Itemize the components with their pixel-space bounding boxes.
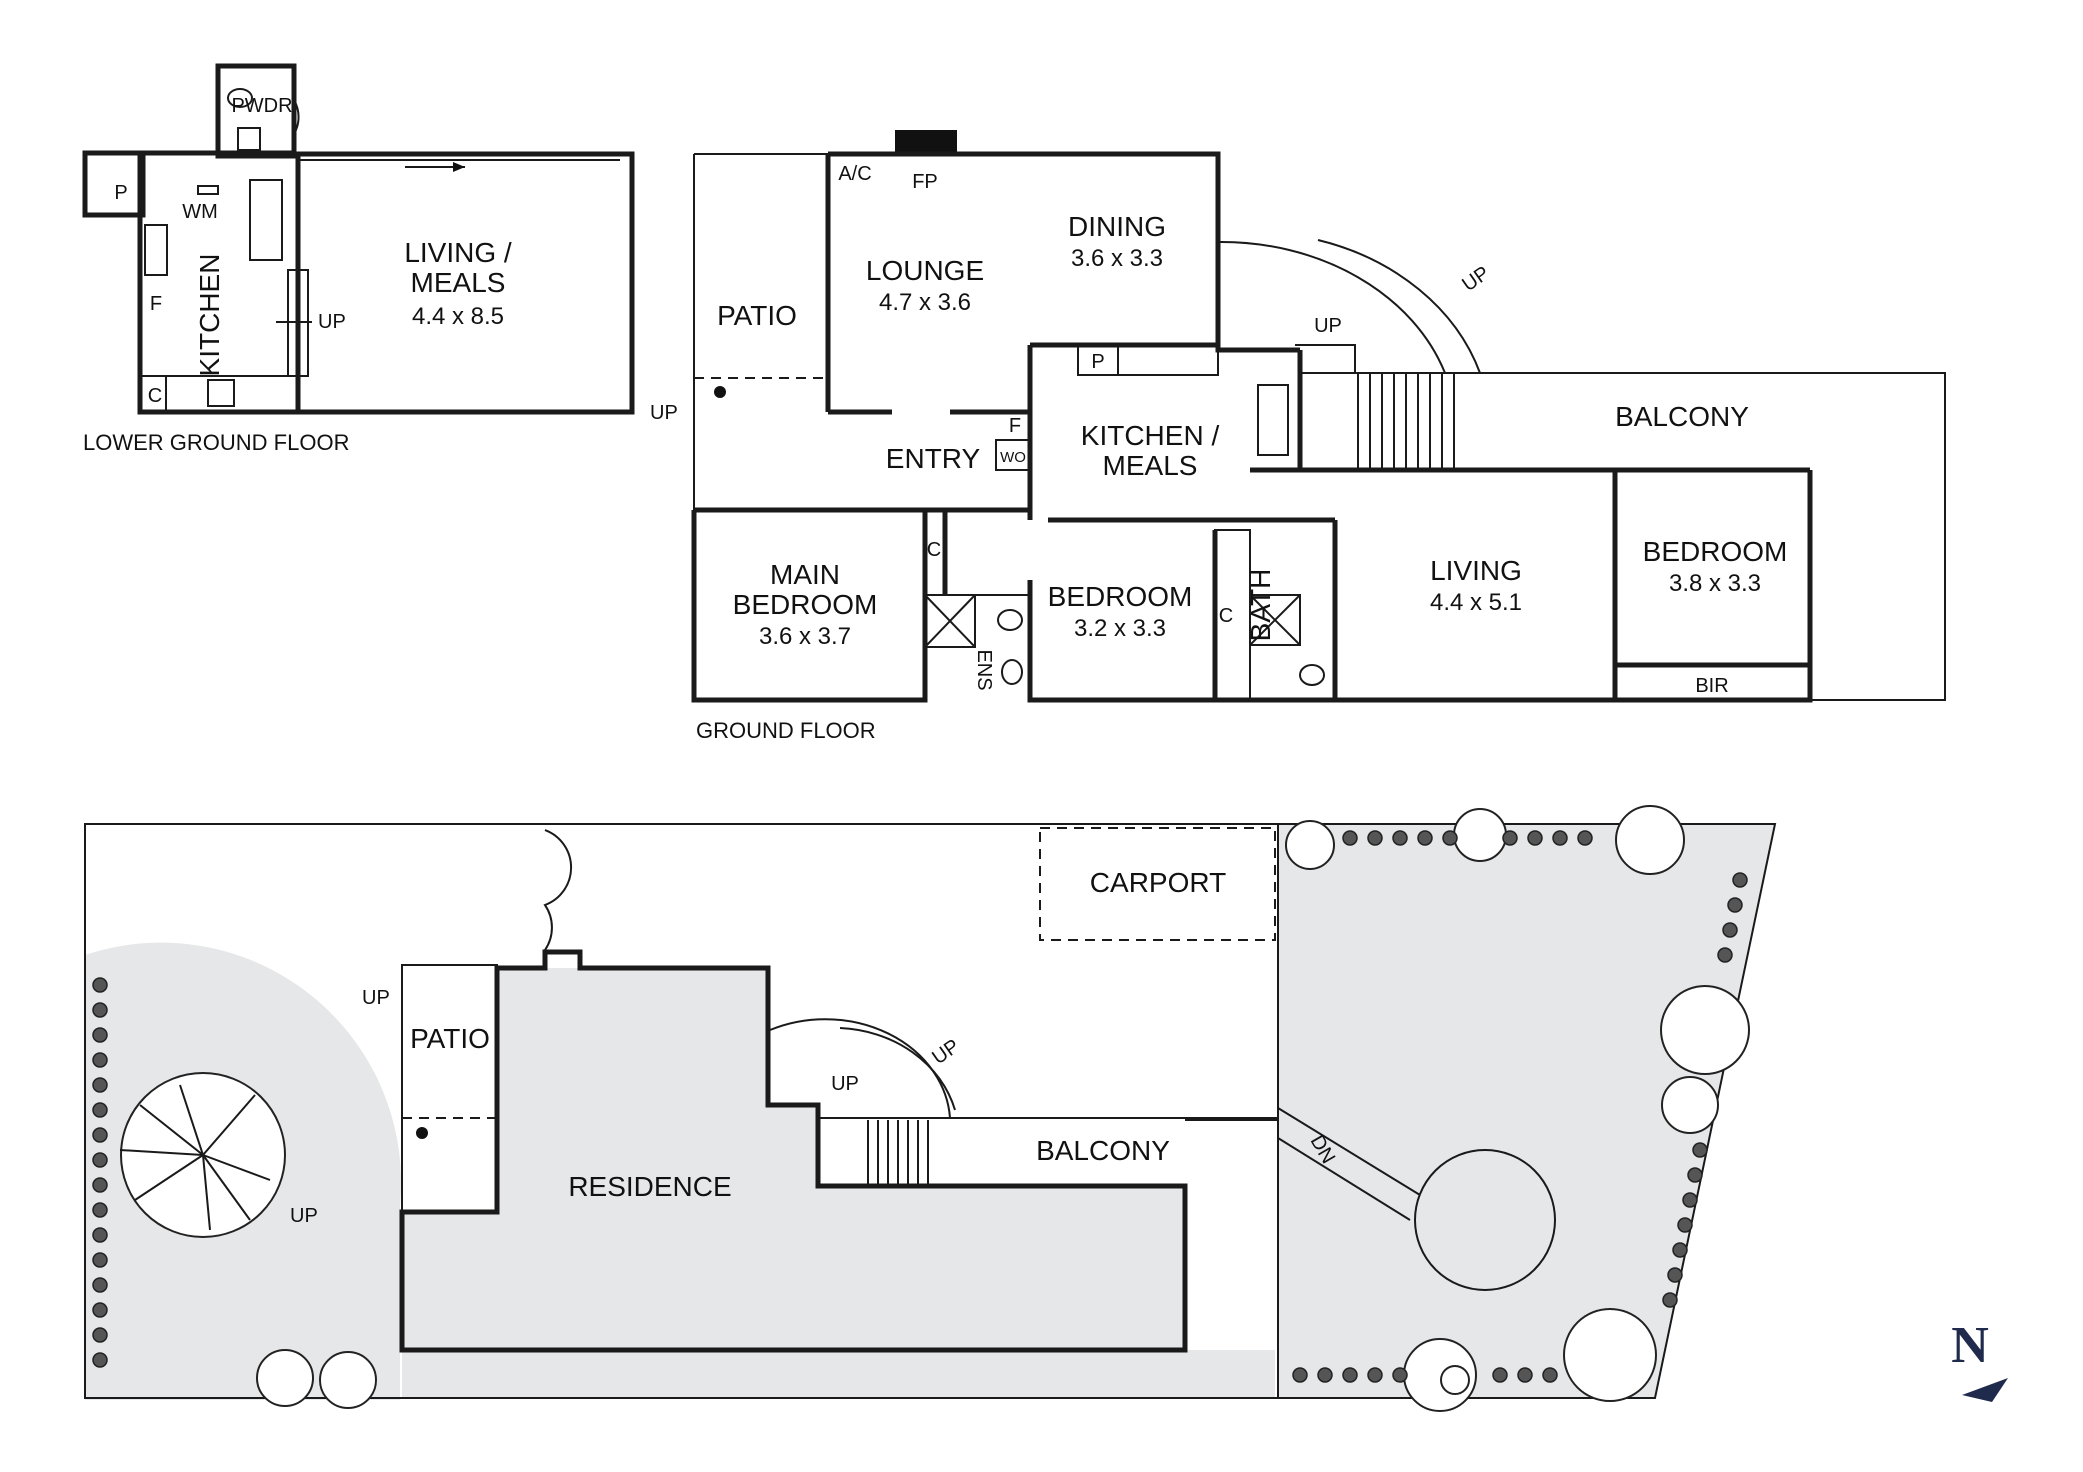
site-stairs <box>867 1120 929 1186</box>
cupboard-label: C <box>148 385 162 407</box>
bedroom-b-dimensions: 3.8 x 3.3 <box>1669 570 1761 597</box>
bedroom-b-label: BEDROOM <box>1643 536 1788 567</box>
lower-up-label: UP <box>318 311 346 333</box>
residence-label: RESIDENCE <box>568 1171 731 1202</box>
entry-label: ENTRY <box>886 443 981 474</box>
hedge-shrubs <box>92 830 1748 1383</box>
main-bedroom-label-2: BEDROOM <box>733 589 878 620</box>
tree-icon <box>1453 808 1507 862</box>
north-letter: N <box>1951 1317 1989 1374</box>
wo-label: WO <box>1000 449 1026 466</box>
lower-ground-floor-caption: LOWER GROUND FLOOR <box>83 430 349 455</box>
bath-label: BATH <box>1245 569 1276 642</box>
bedroom-a-dimensions: 3.2 x 3.3 <box>1074 615 1166 642</box>
tree-icon <box>319 1351 377 1409</box>
ac-label: A/C <box>838 163 871 185</box>
cupboard-label-gf-2: C <box>1219 605 1233 627</box>
kitchen-meals-label-2: MEALS <box>1103 450 1198 481</box>
lounge-label: LOUNGE <box>866 255 984 286</box>
lower-kitchen-label: KITCHEN <box>194 254 225 377</box>
balcony-label-gf: BALCONY <box>1615 401 1749 432</box>
main-bedroom-label-1: MAIN <box>770 559 840 590</box>
living-label-gf: LIVING <box>1430 555 1522 586</box>
kitchen-meals-label-1: KITCHEN / <box>1081 420 1220 451</box>
dining-dimensions: 3.6 x 3.3 <box>1071 245 1163 272</box>
fridge-label: F <box>150 293 162 315</box>
bedroom-a-label: BEDROOM <box>1048 581 1193 612</box>
lower-ground-floor-plan <box>82 63 635 415</box>
living-meals-dimensions: 4.4 x 8.5 <box>412 303 504 330</box>
deck-up-label: UP <box>1458 262 1493 296</box>
tree-icon <box>1660 985 1750 1075</box>
site-patio-label: PATIO <box>410 1023 490 1054</box>
site-plan <box>84 805 1777 1412</box>
site-balcony-label: BALCONY <box>1036 1135 1170 1166</box>
tree-icon <box>1661 1076 1719 1134</box>
main-bedroom-dimensions: 3.6 x 3.7 <box>759 623 851 650</box>
ground-floor-plan <box>691 130 1946 703</box>
site-deck-up-label: UP <box>928 1035 963 1069</box>
wm-label: WM <box>182 201 218 223</box>
site-patio-up-label: UP <box>362 987 390 1009</box>
pantry-label: P <box>114 182 127 204</box>
tree-icon <box>1440 1365 1470 1395</box>
tree-icon <box>1563 1308 1657 1402</box>
pwdr-label: PWDR <box>231 95 292 117</box>
tree-icon <box>1285 820 1335 870</box>
north-compass-icon: N <box>1951 1317 2008 1402</box>
carport-label: CARPORT <box>1090 867 1226 898</box>
ens-label: ENS <box>973 649 995 690</box>
balcony-stairs <box>1357 373 1455 470</box>
fp-label: FP <box>912 171 938 193</box>
patio-label: PATIO <box>717 300 797 331</box>
patio-up-label: UP <box>650 402 678 424</box>
living-meals-label-1: LIVING / <box>404 237 512 268</box>
tree-icon <box>1615 805 1685 875</box>
site-stairs-up-label: UP <box>831 1073 859 1095</box>
ground-floor-caption: GROUND FLOOR <box>696 718 876 743</box>
tree-icon <box>256 1349 314 1407</box>
dining-label: DINING <box>1068 211 1166 242</box>
bir-label: BIR <box>1695 675 1728 697</box>
living-dimensions-gf: 4.4 x 5.1 <box>1430 589 1522 616</box>
site-garden-up-label: UP <box>290 1205 318 1227</box>
cupboard-label-gf-1: C <box>927 539 941 561</box>
pantry-label-gf: P <box>1091 351 1104 373</box>
fridge-label-gf: F <box>1009 415 1021 437</box>
living-meals-label-2: MEALS <box>411 267 506 298</box>
lounge-dimensions: 4.7 x 3.6 <box>879 289 971 316</box>
stairs-up-label: UP <box>1314 315 1342 337</box>
